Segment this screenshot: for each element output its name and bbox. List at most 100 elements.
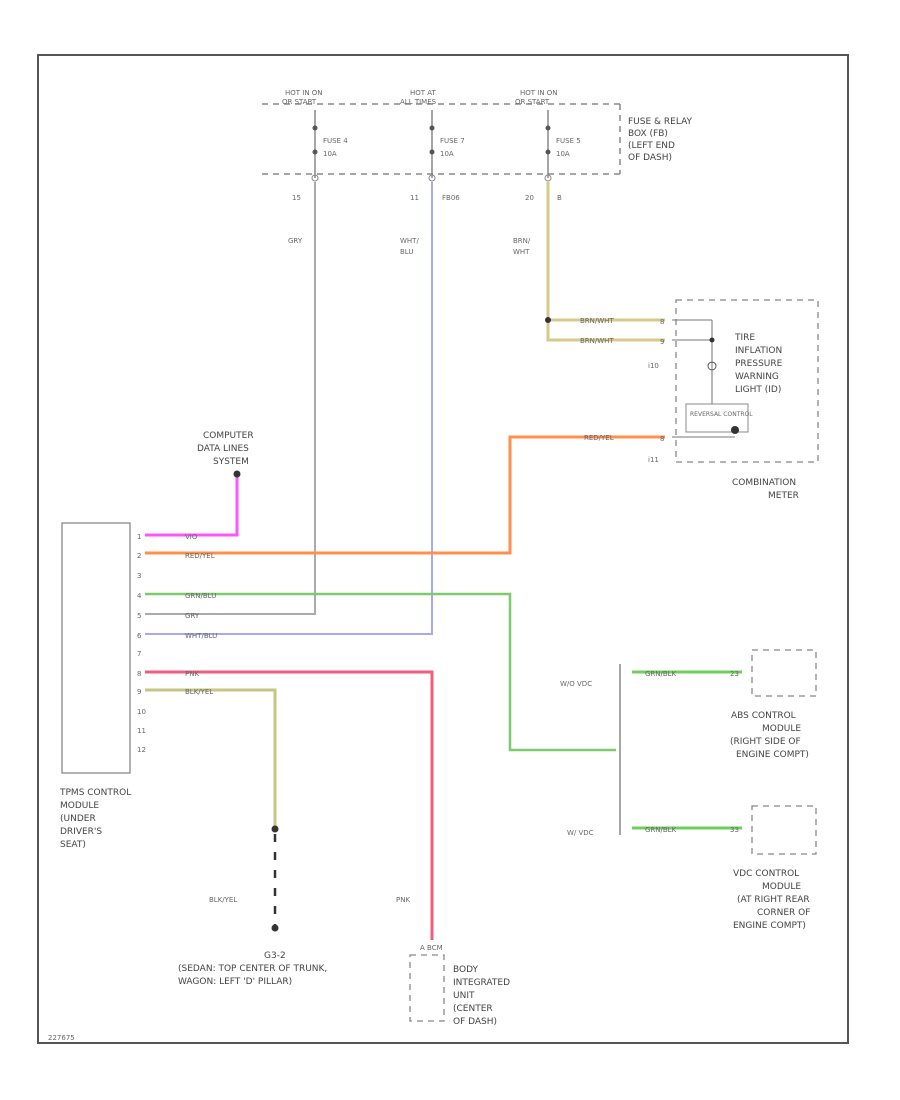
wire-label-gry: GRY: [185, 612, 200, 620]
pin-15: 15: [292, 194, 301, 202]
fuse-5-label: FUSE 5: [556, 137, 581, 145]
wire-gry: [145, 182, 316, 615]
abs-variant-label: W/O VDC: [560, 680, 592, 688]
meter-label-5: LIGHT (ID): [735, 385, 781, 395]
bcm-label-4: (CENTER: [453, 1004, 493, 1014]
wire-brnwht-label-2: WHT: [513, 248, 530, 256]
connector-fb06: FB06: [442, 194, 460, 202]
tpms-label-5: SEAT): [60, 840, 86, 850]
fuse-box-label-4: OF DASH): [628, 153, 672, 163]
tpms-pin-8: 8: [137, 670, 141, 678]
tpms-pin-9: 9: [137, 688, 141, 696]
wire-wht-blu: [145, 182, 433, 635]
tpms-pin-5: 5: [137, 612, 141, 620]
ground-label: BLK/YEL G3-2 (SEDAN: TOP CENTER OF TRUNK…: [178, 896, 327, 987]
meter-label-3: PRESSURE: [735, 359, 783, 369]
meter-connector-i11: i11: [648, 456, 659, 464]
tpms-pin-4: 4: [137, 592, 142, 600]
meter-name-2: METER: [768, 491, 799, 501]
tpms-pin-7: 7: [137, 650, 141, 658]
tpms-control-module: [61, 522, 131, 774]
meter-label-1: TIRE: [734, 333, 755, 343]
abs-vdc-branch: W/O VDC W/ VDC GRN/BLK GRN/BLK 23 33 ABS…: [560, 649, 817, 931]
wire-label-vio: VIO: [185, 533, 198, 541]
bcm-label-1: BODY: [453, 965, 479, 975]
tpms-pin-10: 10: [137, 708, 146, 716]
wire-label-red-yel: RED/YEL: [185, 552, 215, 560]
fuse-box-label-2: BOX (FB): [628, 129, 668, 139]
vdc-label-2: MODULE: [762, 882, 801, 892]
fuse-5-feed: HOT IN ON OR START FUSE 5 10A 20 B BRN/ …: [513, 89, 581, 256]
tpms-pin-11: 11: [137, 727, 146, 735]
fuse-4-rating: 10A: [323, 150, 337, 158]
splice-brn-wht: [545, 317, 551, 323]
wire-brn-wht-b: [546, 320, 665, 342]
wire-pnk: [145, 670, 434, 940]
data-link-label-2: DATA LINES: [197, 444, 249, 454]
ground-connector-bottom: [271, 924, 279, 932]
pin-20: 20: [525, 194, 534, 202]
fuse-box-label-3: (LEFT END: [628, 141, 675, 151]
wire-brn-wht-a: [546, 182, 665, 322]
meter-label-2: INFLATION: [735, 346, 782, 356]
tpms-label-4: DRIVER'S: [60, 827, 102, 837]
vdc-label-4: CORNER OF: [757, 908, 810, 918]
fuse-box-label-1: FUSE & RELAY: [628, 117, 693, 127]
fuse-5-rating: 10A: [556, 150, 570, 158]
wire-brnwht-label-1: BRN/: [513, 237, 531, 245]
wire-label-pnk: PNK: [185, 670, 199, 678]
diagram-frame: [37, 54, 849, 1044]
tpms-pin-2: 2: [137, 552, 141, 560]
vdc-label-5: ENGINE COMPT): [733, 921, 806, 931]
pin-11: 11: [410, 194, 419, 202]
bcm-wire-label: PNK: [396, 896, 410, 904]
hot-label-1a: HOT IN ON: [285, 89, 323, 97]
wire-gry-label: GRY: [288, 237, 303, 245]
bcm-connector-label: A BCM: [420, 944, 443, 952]
meter-connector-i10: i10: [648, 362, 659, 370]
hot-label-2a: HOT AT: [410, 89, 437, 97]
fuse-7-feed: HOT AT ALL TIMES FUSE 7 10A 11 FB06 WHT/…: [400, 89, 465, 256]
bcm-label-5: OF DASH): [453, 1017, 497, 1027]
meter-resistor-label: REVERSAL CONTROL: [690, 411, 753, 418]
data-link-label: COMPUTER DATA LINES SYSTEM: [197, 431, 254, 467]
vdc-pin-label: 33: [730, 826, 739, 834]
wire-whtblu-label-2: BLU: [400, 248, 413, 256]
bcm-label-3: UNIT: [453, 991, 475, 1001]
abs-label-2: MODULE: [762, 724, 801, 734]
tpms-pin-12: 12: [137, 746, 146, 754]
meter-pin-a: 8: [660, 318, 664, 326]
wire-grn-blu: [145, 592, 616, 752]
diagram-code: 227675: [48, 1034, 75, 1042]
hot-label-1b: OR START: [282, 98, 317, 106]
tpms-pin-6: 6: [137, 632, 142, 640]
meter-label-4: WARNING: [735, 372, 779, 382]
connector-b: B: [557, 194, 562, 202]
vdc-label-1: VDC CONTROL: [733, 869, 799, 879]
abs-label-4: ENGINE COMPT): [736, 750, 809, 760]
bcm-label-2: INTEGRATED: [453, 978, 510, 988]
wire-whtblu-label-1: WHT/: [400, 237, 419, 245]
fuse-7-rating: 10A: [440, 150, 454, 158]
tpms-label: TPMS CONTROL MODULE (UNDER DRIVER'S SEAT…: [59, 788, 131, 850]
tpms-label-3: (UNDER: [60, 814, 96, 824]
abs-control-module: [751, 649, 817, 697]
hot-label-2b: ALL TIMES: [400, 98, 437, 106]
vdc-wire-label: GRN/BLK: [645, 826, 677, 834]
ground-connector-top: [271, 825, 279, 833]
fuse-relay-box: FUSE & RELAY BOX (FB) (LEFT END OF DASH): [262, 103, 693, 175]
hot-label-3b: OR START: [515, 98, 550, 106]
wire-blk-yel: [145, 688, 277, 828]
ground-wire-label: BLK/YEL: [209, 896, 237, 904]
abs-wire-label: GRN/BLK: [645, 670, 677, 678]
meter-wire-c-label: RED/YEL: [584, 434, 614, 442]
meter-wire-a-label: BRN/WHT: [580, 317, 614, 325]
vdc-label-3: (AT RIGHT REAR: [737, 895, 810, 905]
abs-pin-label: 23: [730, 670, 739, 678]
data-link-label-1: COMPUTER: [203, 431, 254, 441]
tpms-pin-1: 1: [137, 533, 141, 541]
hot-label-3a: HOT IN ON: [520, 89, 558, 97]
vdc-variant-label: W/ VDC: [567, 829, 594, 837]
combination-meter: 8 9 8 i10 i11 BRN/WHT BRN/WHT RED/YEL RE…: [580, 299, 819, 501]
